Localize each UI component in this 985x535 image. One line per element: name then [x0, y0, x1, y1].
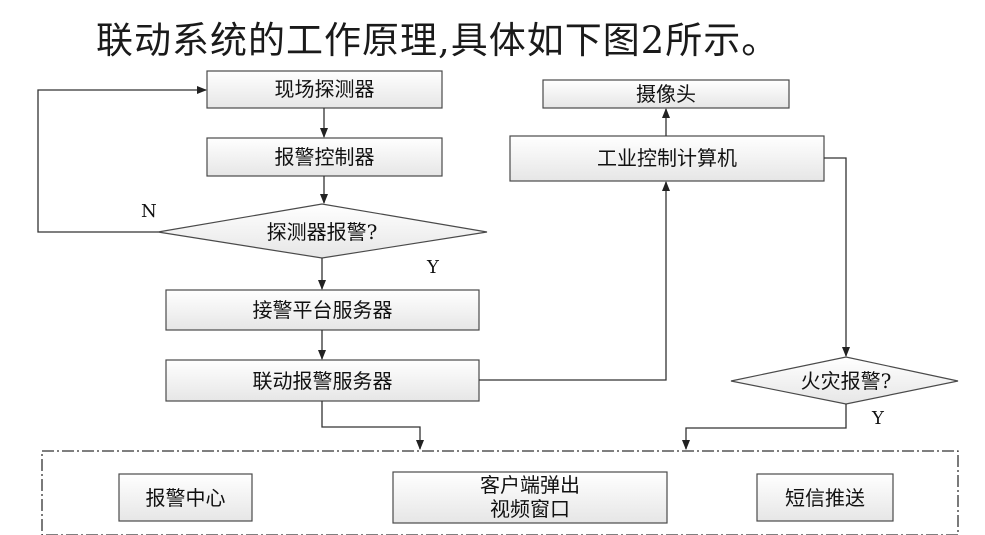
alarm-center-label: 报警中心 — [146, 486, 226, 510]
client-popup-label-2: 视频窗口 — [490, 497, 570, 521]
camera-label: 摄像头 — [636, 82, 696, 106]
client-popup-label-1: 客户端弹出 — [480, 473, 580, 497]
linkage-server-box — [165, 359, 480, 402]
no-branch-label: N — [141, 201, 157, 222]
client-popup-box — [392, 471, 668, 524]
fire-alarm-decision — [730, 356, 959, 405]
detector-alarm-decision — [157, 203, 488, 259]
arrow-fire-to-outputs — [682, 404, 847, 450]
alarm-controller-box — [206, 137, 443, 177]
sms-push-box — [756, 473, 894, 522]
camera-box — [542, 79, 790, 109]
arrow-no-loop — [37, 86, 207, 233]
fire-alarm-label: 火灾报警? — [801, 369, 892, 393]
arrow-linkage-to-pc — [479, 181, 670, 381]
industrial-pc-box — [509, 135, 825, 182]
receiving-server-label: 接警平台服务器 — [253, 298, 393, 322]
alarm-controller-label: 报警控制器 — [275, 145, 375, 169]
detector-alarm-label: 探测器报警? — [267, 220, 378, 244]
yes-branch-label-2: Y — [871, 408, 885, 429]
alarm-center-box — [118, 473, 253, 522]
yes-branch-label-1: Y — [426, 257, 440, 278]
page-title: 联动系统的工作原理,具体如下图2所示。 — [96, 19, 780, 62]
industrial-pc-label: 工业控制计算机 — [597, 146, 737, 170]
linkage-server-label: 联动报警服务器 — [253, 369, 393, 393]
arrow-pc-to-fire-decision — [824, 157, 850, 357]
detector-box — [206, 70, 443, 109]
sms-push-label: 短信推送 — [785, 486, 865, 510]
arrow-linkage-to-outputs — [321, 401, 424, 450]
receiving-server-box — [165, 289, 480, 331]
detector-label: 现场探测器 — [275, 77, 375, 101]
